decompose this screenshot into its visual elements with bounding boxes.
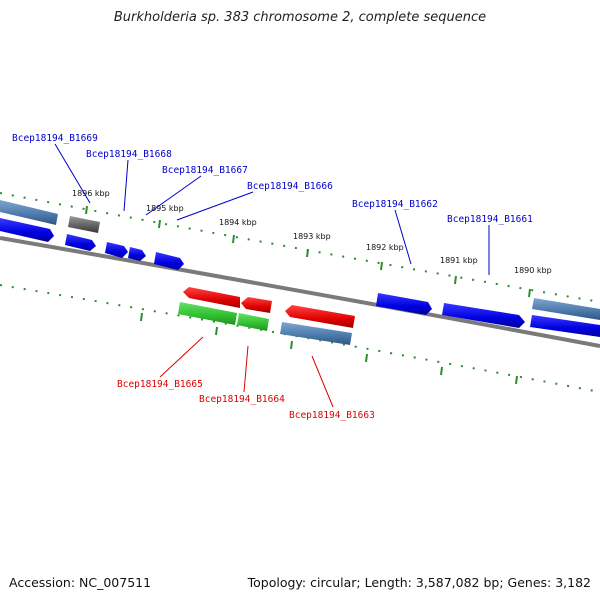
forward-gene-labels: Bcep18194_B1669 Bcep18194_B1668 Bcep1819… bbox=[12, 133, 533, 275]
topology-summary: Topology: circular; Length: 3,587,082 bp… bbox=[247, 575, 591, 590]
gene-reverse[interactable] bbox=[241, 297, 272, 313]
map-title: Burkholderia sp. 383 chromosome 2, compl… bbox=[113, 10, 487, 25]
gene-label[interactable]: Bcep18194_B1666 bbox=[247, 181, 333, 192]
gene-label[interactable]: Bcep18194_B1662 bbox=[352, 199, 438, 210]
gene-label[interactable]: Bcep18194_B1664 bbox=[199, 394, 285, 405]
gene-steel[interactable] bbox=[280, 322, 352, 345]
scale-label: 1896 kbp bbox=[72, 189, 110, 198]
gene-label[interactable]: Bcep18194_B1663 bbox=[289, 410, 375, 421]
gene-forward[interactable] bbox=[105, 242, 128, 258]
scale-label: 1892 kbp bbox=[366, 243, 404, 252]
gene-forward[interactable] bbox=[154, 252, 184, 270]
gene-forward[interactable] bbox=[65, 234, 96, 251]
gene-label[interactable]: Bcep18194_B1668 bbox=[86, 149, 172, 160]
scale-label: 1891 kbp bbox=[440, 256, 478, 265]
gene-label[interactable]: Bcep18194_B1669 bbox=[12, 133, 98, 144]
gene-label[interactable]: Bcep18194_B1661 bbox=[447, 214, 533, 225]
major-ticks bbox=[85, 205, 531, 385]
gene-forward[interactable] bbox=[376, 293, 432, 315]
gene-steel[interactable] bbox=[0, 200, 58, 225]
reverse-gene-labels: Bcep18194_B1665 Bcep18194_B1664 Bcep1819… bbox=[117, 336, 375, 421]
gene-steel[interactable] bbox=[532, 298, 600, 320]
accession-text: Accession: NC_007511 bbox=[9, 575, 152, 590]
gene-reverse[interactable] bbox=[183, 287, 240, 308]
forward-genes bbox=[0, 200, 600, 337]
reverse-genes bbox=[178, 287, 355, 345]
inner-tick-row bbox=[0, 284, 600, 393]
gene-label[interactable]: Bcep18194_B1665 bbox=[117, 379, 203, 390]
scale-label: 1894 kbp bbox=[219, 218, 257, 227]
chromosome-backbone bbox=[0, 236, 600, 348]
gene-forward[interactable] bbox=[442, 303, 525, 328]
scale-label: 1893 kbp bbox=[293, 232, 331, 241]
gene-green[interactable] bbox=[237, 313, 269, 331]
gene-green[interactable] bbox=[178, 302, 237, 325]
gene-forward[interactable] bbox=[0, 218, 54, 242]
scale-labels: 1896 kbp 1895 kbp 1894 kbp 1893 kbp 1892… bbox=[72, 189, 552, 275]
gene-forward[interactable] bbox=[530, 315, 600, 337]
gene-reverse[interactable] bbox=[285, 305, 355, 328]
outer-tick-row bbox=[0, 192, 600, 303]
gene-label[interactable]: Bcep18194_B1667 bbox=[162, 165, 248, 176]
scale-label: 1890 kbp bbox=[514, 266, 552, 275]
scale-label: 1895 kbp bbox=[146, 204, 184, 213]
gene-forward[interactable] bbox=[128, 247, 146, 261]
gene-grey[interactable] bbox=[68, 216, 100, 233]
